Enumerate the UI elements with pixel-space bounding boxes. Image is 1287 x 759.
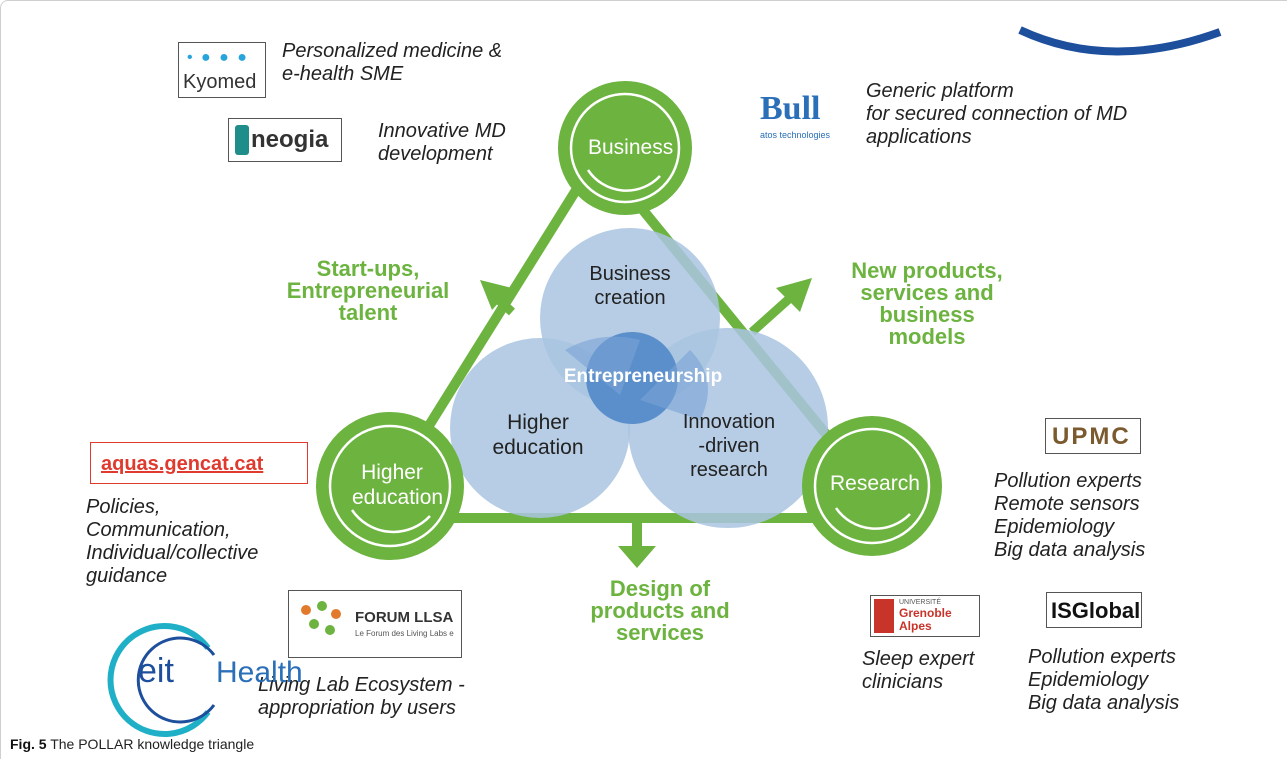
- node-higher-education-label: Higher education: [352, 461, 444, 509]
- arrow-startups-label: Start-ups, Entrepreneurial talent: [286, 256, 450, 325]
- kyomed-description: Personalized medicine & e-health SME: [282, 40, 503, 85]
- circle-innovation-research-label: Innovation -driven research: [682, 411, 776, 481]
- bull-logo-text: Bull: [760, 90, 821, 127]
- kyomed-dots-icon: • ● ● ●: [187, 49, 249, 66]
- arrow-new-products-label: New products, services and business mode…: [851, 258, 1003, 349]
- figure-caption: Fig. 5 The POLLAR knowledge triangle: [10, 736, 254, 752]
- eit-logo-ring: [107, 623, 216, 737]
- grenoble-crest-icon: [874, 599, 894, 633]
- upmc-logo-text: UPMC: [1052, 423, 1131, 450]
- arrow-design-label: Design of products and services: [590, 576, 730, 645]
- upmc-description: Pollution experts Remote sensors Epidemi…: [994, 470, 1146, 561]
- circle-higher-education-label: Higher education: [492, 411, 584, 459]
- dna-icon: [235, 125, 249, 155]
- circle-business-creation-label: Business creation: [589, 263, 671, 309]
- grenoble-description: Sleep expert clinicians: [862, 648, 975, 693]
- isglobal-description: Pollution experts Epidemiology Big data …: [1028, 646, 1180, 714]
- node-research-label: Research: [830, 472, 920, 495]
- neogia-description: Innovative MD development: [378, 120, 506, 165]
- aquas-logo: aquas.gencat.cat: [90, 442, 308, 484]
- isglobal-logo-text: ISGlobal: [1051, 598, 1141, 623]
- grenoble-logo-top-text: UNIVERSITÉ: [899, 599, 942, 606]
- aquas-description: Policies, Communication, Individual/coll…: [86, 496, 259, 587]
- forum-llsa-logo-text: FORUM LLSA: [355, 609, 454, 626]
- venn-circles: [450, 228, 828, 528]
- arrow-startups: [480, 280, 516, 316]
- figure-caption-text: The POLLAR knowledge triangle: [50, 736, 255, 752]
- grenoble-alpes-logo: UNIVERSITÉ Grenoble Alpes: [870, 595, 980, 637]
- decorative-arc: [1018, 26, 1222, 56]
- forum-llsa-logo-subtext: Le Forum des Living Labs e: [355, 629, 454, 638]
- neogia-logo: neogia: [228, 118, 342, 162]
- kyomed-logo: • ● ● ● Kyomed: [178, 42, 266, 98]
- aquas-logo-text: aquas.gencat.cat: [101, 453, 264, 475]
- upmc-logo: UPMC: [1045, 418, 1141, 454]
- grenoble-logo-text: Grenoble Alpes: [899, 606, 952, 633]
- bull-description: Generic platform for secured connection …: [866, 80, 1128, 148]
- neogia-logo-text: neogia: [251, 126, 329, 153]
- kyomed-logo-text: Kyomed: [183, 71, 257, 93]
- isglobal-logo: ISGlobal: [1046, 592, 1142, 628]
- eit-logo-text: eit: [138, 652, 174, 690]
- eit-health-logo-text: Health: [216, 656, 303, 689]
- arrow-new-products: [748, 278, 812, 336]
- node-research-circle: [802, 416, 942, 556]
- forum-llsa-logo: FORUM LLSA Le Forum des Living Labs e: [288, 590, 462, 658]
- node-business-circle: [558, 81, 692, 215]
- living-lab-tree-icon: [297, 601, 347, 645]
- bull-logo: Bull atos technologies: [758, 90, 844, 148]
- bull-logo-subtext: atos technologies: [760, 130, 831, 140]
- figure-caption-label: Fig. 5: [10, 736, 47, 752]
- node-higher-education-circle: [316, 412, 464, 560]
- arrow-design: [618, 518, 656, 568]
- forum-llsa-description: Living Lab Ecosystem - appropriation by …: [258, 674, 465, 719]
- circle-center-label: Entrepreneurship: [563, 366, 723, 387]
- node-business-label: Business: [588, 136, 674, 159]
